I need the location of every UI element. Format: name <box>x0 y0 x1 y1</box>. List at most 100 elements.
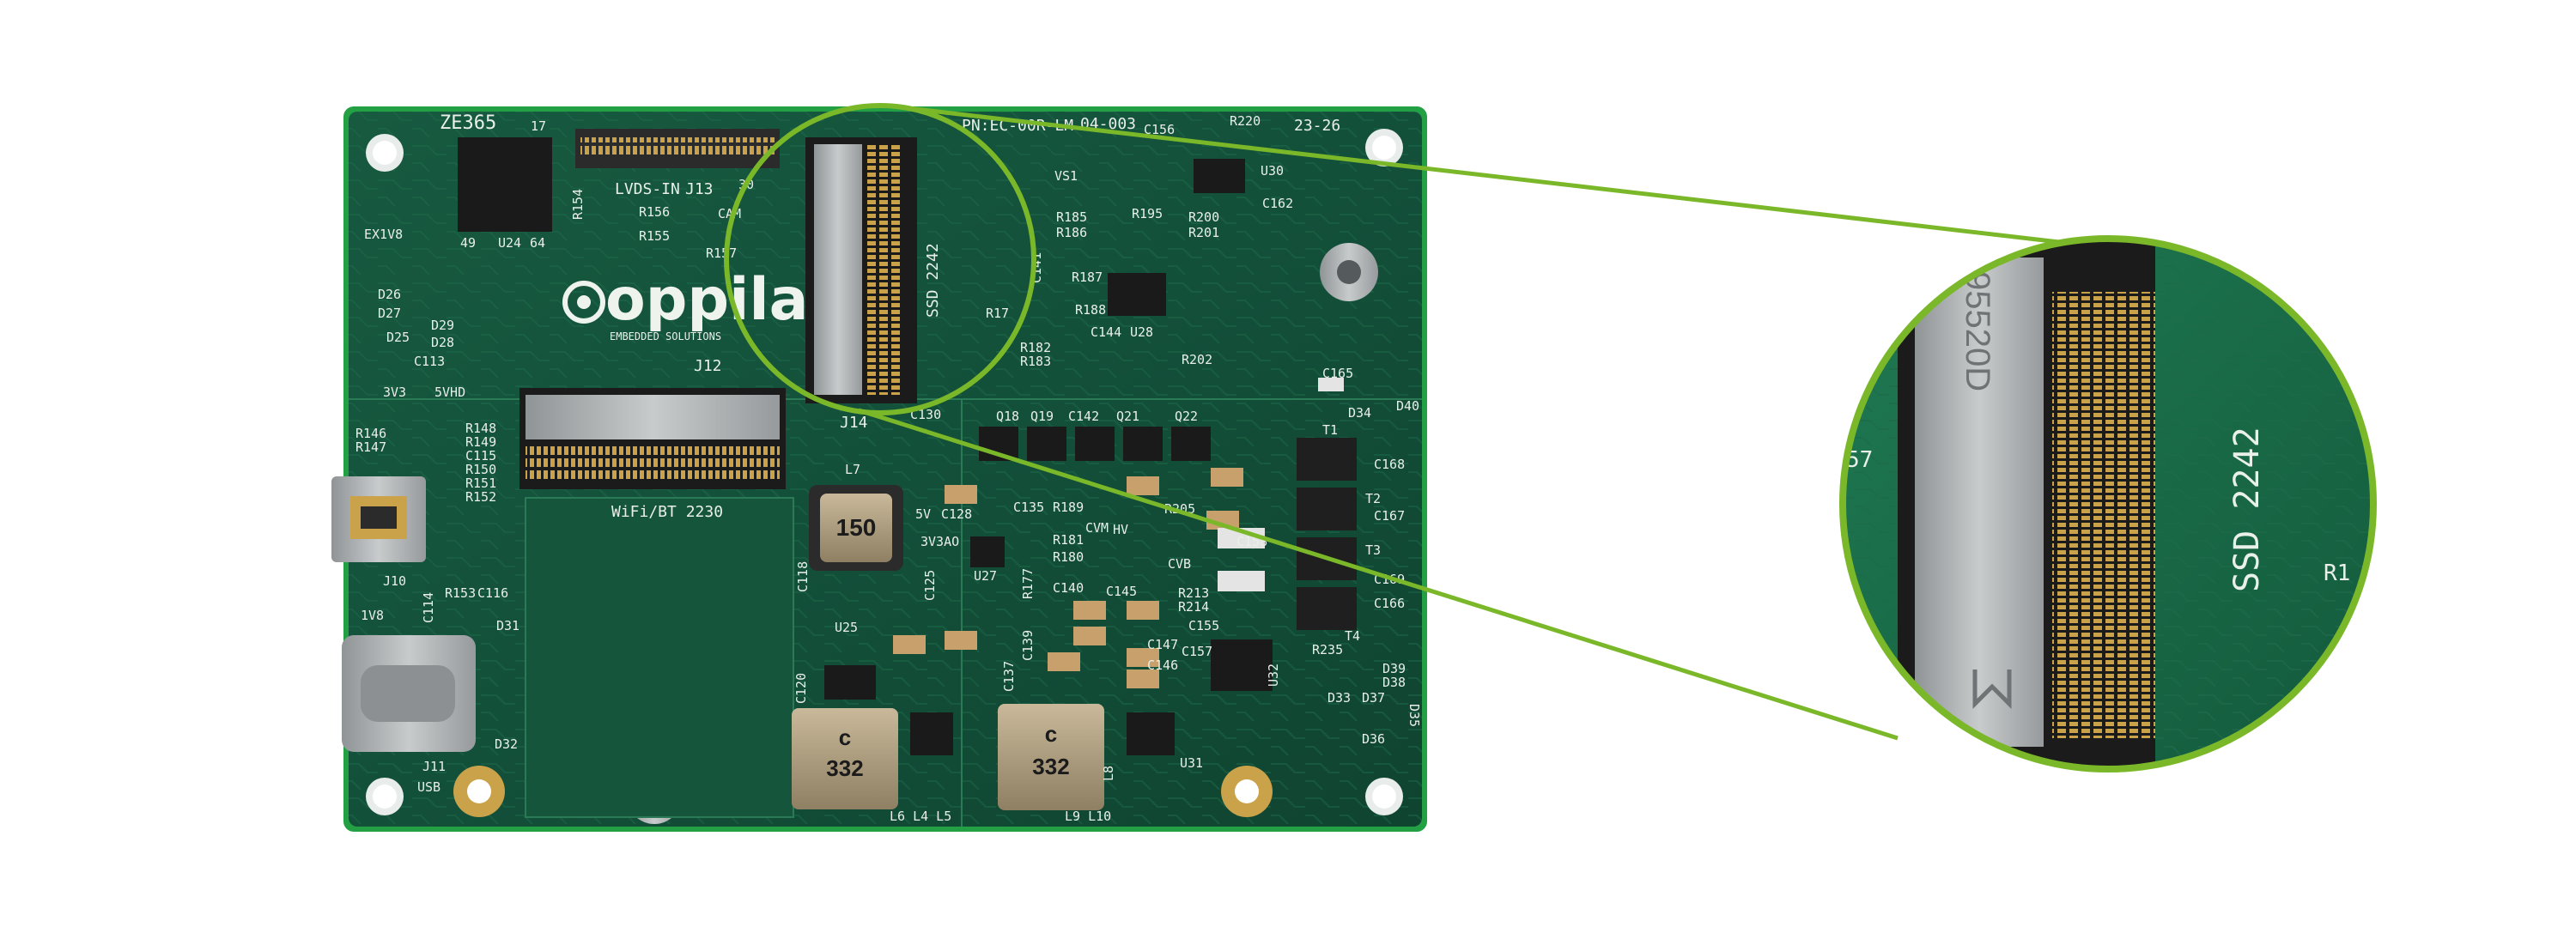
ref-r153: R153 <box>445 585 476 601</box>
ref-c114: C114 <box>421 592 436 623</box>
ref-j10: J10 <box>383 573 406 589</box>
ref-d26: D26 <box>378 287 401 302</box>
pin-label-64: 64 <box>530 235 545 251</box>
ref-c139: C139 <box>1020 630 1036 661</box>
ref-l9-l10: L9 L10 <box>1065 809 1111 824</box>
ref-r187: R187 <box>1072 270 1103 285</box>
ref-t1: T1 <box>1322 422 1338 438</box>
ref-r186: R186 <box>1056 225 1087 240</box>
mosfet-row <box>979 427 1211 461</box>
ref-u32: U32 <box>1266 663 1281 687</box>
pin-label-49: 49 <box>460 235 476 251</box>
board-date-code: 23-26 <box>1294 117 1340 135</box>
ref-r189: R189 <box>1053 500 1084 515</box>
inductor-marking-150: 150 <box>836 514 877 541</box>
ref-c113: C113 <box>414 354 445 369</box>
logo-wordmark: oppila <box>605 266 809 334</box>
ref-d40: D40 <box>1396 398 1419 414</box>
label-5v: 5V <box>915 506 931 522</box>
label-wifi-bt-2230: WiFi/BT 2230 <box>611 503 723 521</box>
ref-l6-l4-l5: L6 L4 L5 <box>890 809 951 824</box>
label-3v3ao: 3V3AO <box>920 534 959 549</box>
ref-d36: D36 <box>1362 731 1385 747</box>
ref-u31: U31 <box>1180 755 1203 771</box>
ic-u26-chip <box>910 712 953 755</box>
standoff-right <box>1320 243 1378 301</box>
ref-c135: C135 <box>1013 500 1044 515</box>
ref-j11: J11 <box>422 759 446 774</box>
ic-u31-chip <box>1127 712 1175 755</box>
ref-t2: T2 <box>1365 491 1381 506</box>
ref-r146: R146 <box>355 426 386 441</box>
ref-d34: D34 <box>1348 405 1371 421</box>
ref-d29: D29 <box>431 318 454 333</box>
ref-r177: R177 <box>1020 568 1036 599</box>
smd-capacitors <box>893 468 1243 688</box>
ref-r157: R157 <box>706 245 737 261</box>
wifi-card-area <box>525 497 794 818</box>
ref-r151: R151 <box>465 476 496 491</box>
ref-t4: T4 <box>1345 628 1360 644</box>
ref-r147: R147 <box>355 439 386 455</box>
magnifier-lens <box>724 103 1036 415</box>
ref-j14: J14 <box>840 414 868 432</box>
inductor-l7 <box>809 485 903 571</box>
capacitor-332-left <box>792 708 898 809</box>
ref-r201: R201 <box>1188 225 1219 240</box>
ref-q19: Q19 <box>1030 409 1054 424</box>
ref-c120: C120 <box>793 673 809 704</box>
ref-r214: R214 <box>1178 599 1209 615</box>
ref-d32: D32 <box>495 736 518 752</box>
label-ssd-2242: SSD 2242 <box>924 243 942 318</box>
ref-c167: C167 <box>1374 508 1405 524</box>
ref-c156: C156 <box>1144 122 1175 137</box>
ref-c145: C145 <box>1106 584 1137 599</box>
ref-c144: C144 <box>1091 324 1121 340</box>
cap-marking-332-right: 332 <box>1032 754 1069 779</box>
hdmi-connector <box>331 476 426 562</box>
ref-d33: D33 <box>1327 690 1351 706</box>
ref-j12: J12 <box>694 357 722 375</box>
ic-u30-chip <box>1194 159 1245 193</box>
ic-u27-chip <box>970 536 1005 567</box>
ic-u32-chip <box>1211 639 1273 691</box>
pcb-board: oppila EMBEDDED SOLUTIONS ZE365 04-003 2… <box>331 106 1427 832</box>
ref-r235: R235 <box>1312 642 1343 657</box>
ref-r154: R154 <box>570 189 586 220</box>
mounting-hole-bottom-left <box>366 778 404 815</box>
ref-u30: U30 <box>1261 163 1284 179</box>
ref-q18: Q18 <box>996 409 1019 424</box>
ref-c125: C125 <box>922 570 938 601</box>
gold-pad-left <box>453 766 505 817</box>
mounting-hole-top-right <box>1365 129 1403 167</box>
ref-d37: D37 <box>1362 690 1385 706</box>
label-5vhd: 5VHD <box>434 385 465 400</box>
ref-c147: C147 <box>1147 637 1178 652</box>
ref-d35: D35 <box>1406 704 1422 727</box>
ic-u24-chip <box>458 137 552 232</box>
ref-j13: J13 <box>685 180 714 198</box>
cap-marking-c-left: c <box>839 724 851 750</box>
ref-r188: R188 <box>1075 302 1106 318</box>
ref-c157: C157 <box>1182 644 1212 659</box>
ref-r17: R17 <box>986 306 1009 321</box>
ssd-m2-connector <box>805 137 917 403</box>
ref-r180: R180 <box>1053 549 1084 565</box>
board-model: ZE365 <box>440 112 496 134</box>
ref-c128: C128 <box>941 506 972 522</box>
oppila-logo: oppila EMBEDDED SOLUTIONS <box>562 266 809 342</box>
mounting-hole-top-left <box>366 134 404 172</box>
ref-r220: R220 <box>1230 113 1261 129</box>
ref-d31: D31 <box>496 618 519 633</box>
gold-pad-right <box>1221 766 1273 817</box>
ref-t3: T3 <box>1365 542 1381 558</box>
ref-r156: R156 <box>639 204 670 220</box>
ref-d27: D27 <box>378 306 401 321</box>
ref-r181: R181 <box>1053 532 1084 548</box>
label-1v8: 1V8 <box>361 608 384 623</box>
label-cvb: CVB <box>1168 556 1191 572</box>
label-cvm: CVM <box>1085 520 1109 536</box>
label-3v3: 3V3 <box>383 385 406 400</box>
ref-r213: R213 <box>1178 585 1209 601</box>
ic-u28-chip <box>1108 273 1166 316</box>
